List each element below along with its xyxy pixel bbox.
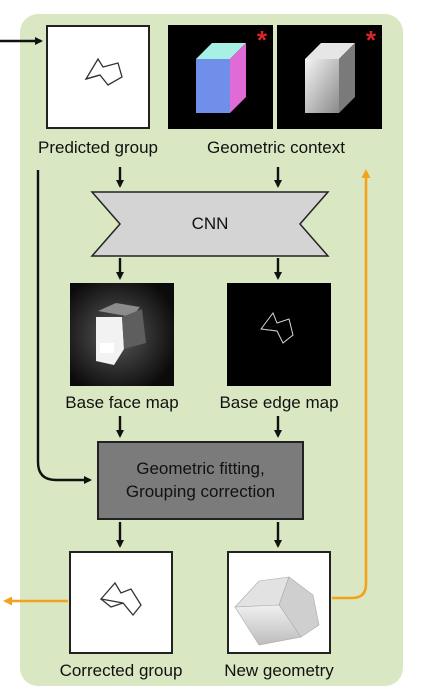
base-edge-map-label: Base edge map bbox=[219, 393, 339, 412]
new-geometry-image bbox=[227, 551, 331, 654]
face-map-render bbox=[70, 283, 174, 386]
gray-box-render bbox=[305, 43, 355, 113]
base-face-map-label: Base face map bbox=[65, 393, 179, 412]
cnn-label: CNN bbox=[191, 213, 229, 233]
corrected-group-image bbox=[69, 551, 173, 654]
geometric-context-gray-image: * bbox=[277, 25, 382, 129]
edge-map-render bbox=[260, 311, 294, 344]
predicted-group-image bbox=[46, 25, 150, 129]
predicted-group-label: Predicted group bbox=[37, 138, 159, 157]
new-geometry-render bbox=[234, 576, 320, 646]
new-geometry-label: New geometry bbox=[224, 661, 334, 680]
corrected-group-sketch bbox=[99, 581, 142, 617]
geometric-fitting-label: Geometric fitting, Grouping correction bbox=[97, 441, 304, 520]
colored-box-render bbox=[196, 43, 246, 113]
geometric-context-label: Geometric context bbox=[207, 138, 345, 157]
asterisk-marker: * bbox=[256, 25, 267, 55]
corrected-group-label: Corrected group bbox=[59, 661, 183, 680]
geometric-fitting-block bbox=[97, 441, 304, 520]
asterisk-marker: * bbox=[365, 25, 376, 55]
base-edge-map-image bbox=[227, 283, 331, 386]
base-face-map-image bbox=[70, 283, 174, 386]
geometric-context-color-image: * bbox=[168, 25, 273, 129]
geometric-fitting-line1: Geometric fitting, bbox=[136, 459, 265, 479]
predicted-group-sketch bbox=[84, 57, 123, 86]
grouping-correction-line2: Grouping correction bbox=[125, 481, 276, 501]
